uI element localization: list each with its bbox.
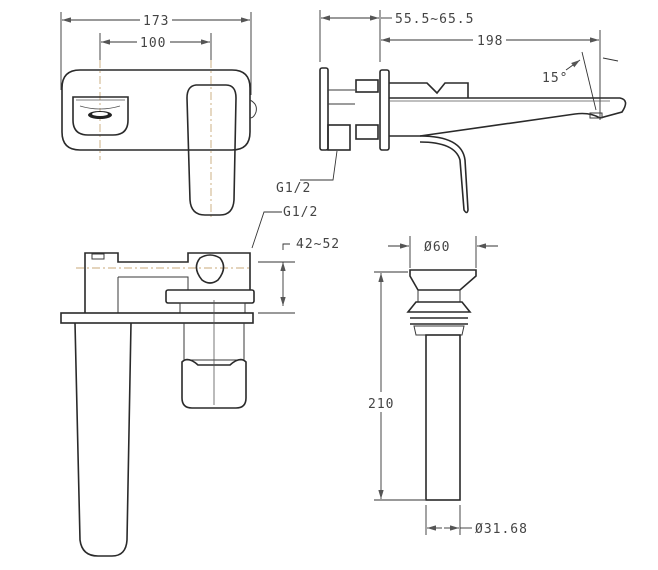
- dim-label-centers: 100: [140, 36, 166, 51]
- dim-label-tail-diameter: Ø31.68: [475, 522, 528, 537]
- dim-label-spout-angle: 15°: [542, 71, 568, 86]
- dim-label-head-diameter: Ø60: [424, 240, 450, 255]
- dim-label-overall-width: 173: [143, 14, 169, 29]
- side-view: 55.5~65.5 198 15° G1/2: [276, 10, 627, 214]
- dim-label-wall-depth: 55.5~65.5: [395, 12, 474, 27]
- dim-label-adjust-range: 42~52: [296, 237, 340, 252]
- dimension-100: 100: [101, 36, 210, 51]
- dim-label-side-inlet: G1/2: [276, 181, 311, 196]
- dimension-173: 173: [62, 14, 250, 29]
- front-view: 173 100: [60, 12, 257, 220]
- dim-label-height: 210: [368, 397, 394, 412]
- dim-label-plan-inlet: G1/2: [283, 205, 318, 220]
- plan-view: G1/2 42~52: [60, 205, 340, 557]
- waste-view: Ø60 210 Ø31.68: [368, 236, 528, 537]
- dim-label-spout-projection: 198: [477, 34, 503, 49]
